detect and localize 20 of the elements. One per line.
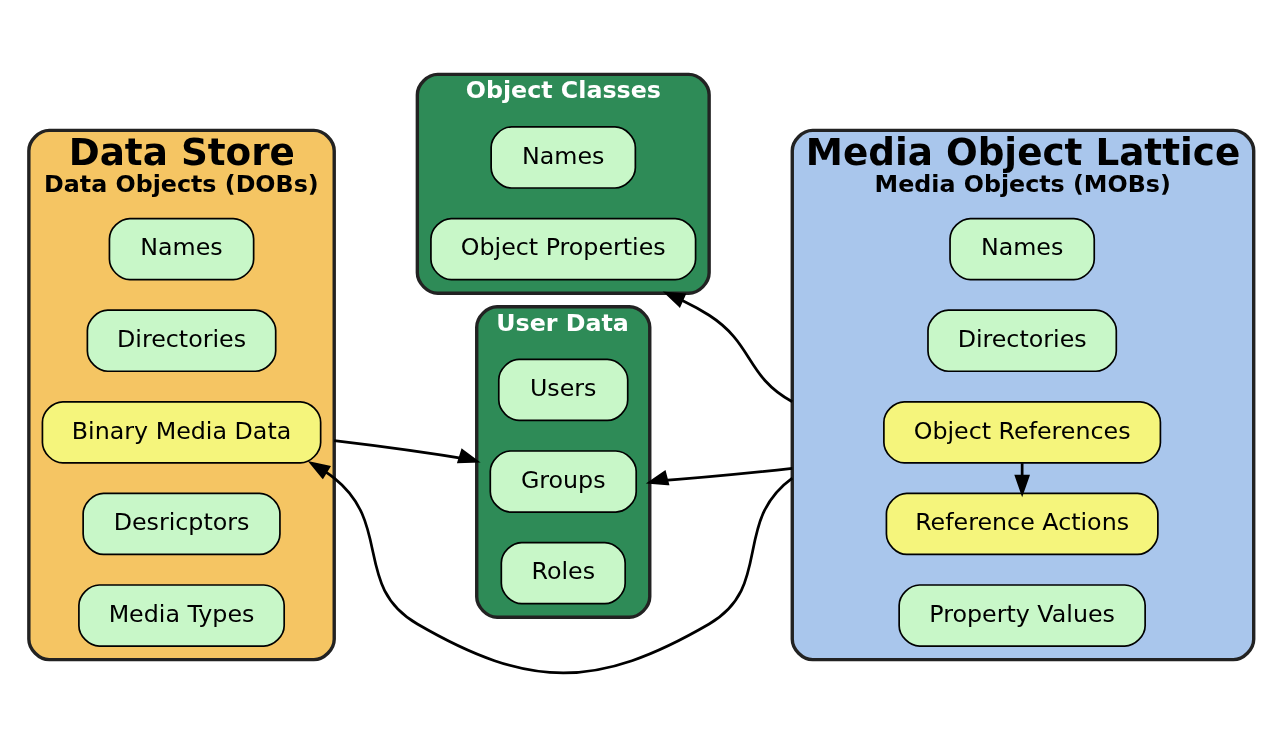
- node-box: Names: [949, 217, 1096, 280]
- node-box: Names: [108, 217, 255, 280]
- node-box: Directories: [927, 308, 1118, 372]
- node-box: Object Properties: [430, 217, 697, 280]
- node-box: Desricptors: [82, 492, 281, 555]
- arrow: [1014, 462, 1030, 497]
- node-box: Binary Media Data: [41, 400, 322, 464]
- node-box: Users: [497, 358, 629, 421]
- node-box: Roles: [500, 541, 626, 604]
- arrow: [645, 466, 793, 485]
- node-box: Property Values: [898, 583, 1146, 647]
- arrow: [662, 291, 793, 403]
- node-box: Media Types: [78, 583, 286, 647]
- node-box: Reference Actions: [885, 492, 1159, 555]
- arrow: [307, 460, 794, 674]
- node-box: Groups: [489, 449, 638, 513]
- node-box: Object References: [883, 400, 1162, 464]
- arrow: [334, 438, 481, 463]
- node-box: Directories: [86, 308, 277, 372]
- node-box: Names: [490, 125, 637, 189]
